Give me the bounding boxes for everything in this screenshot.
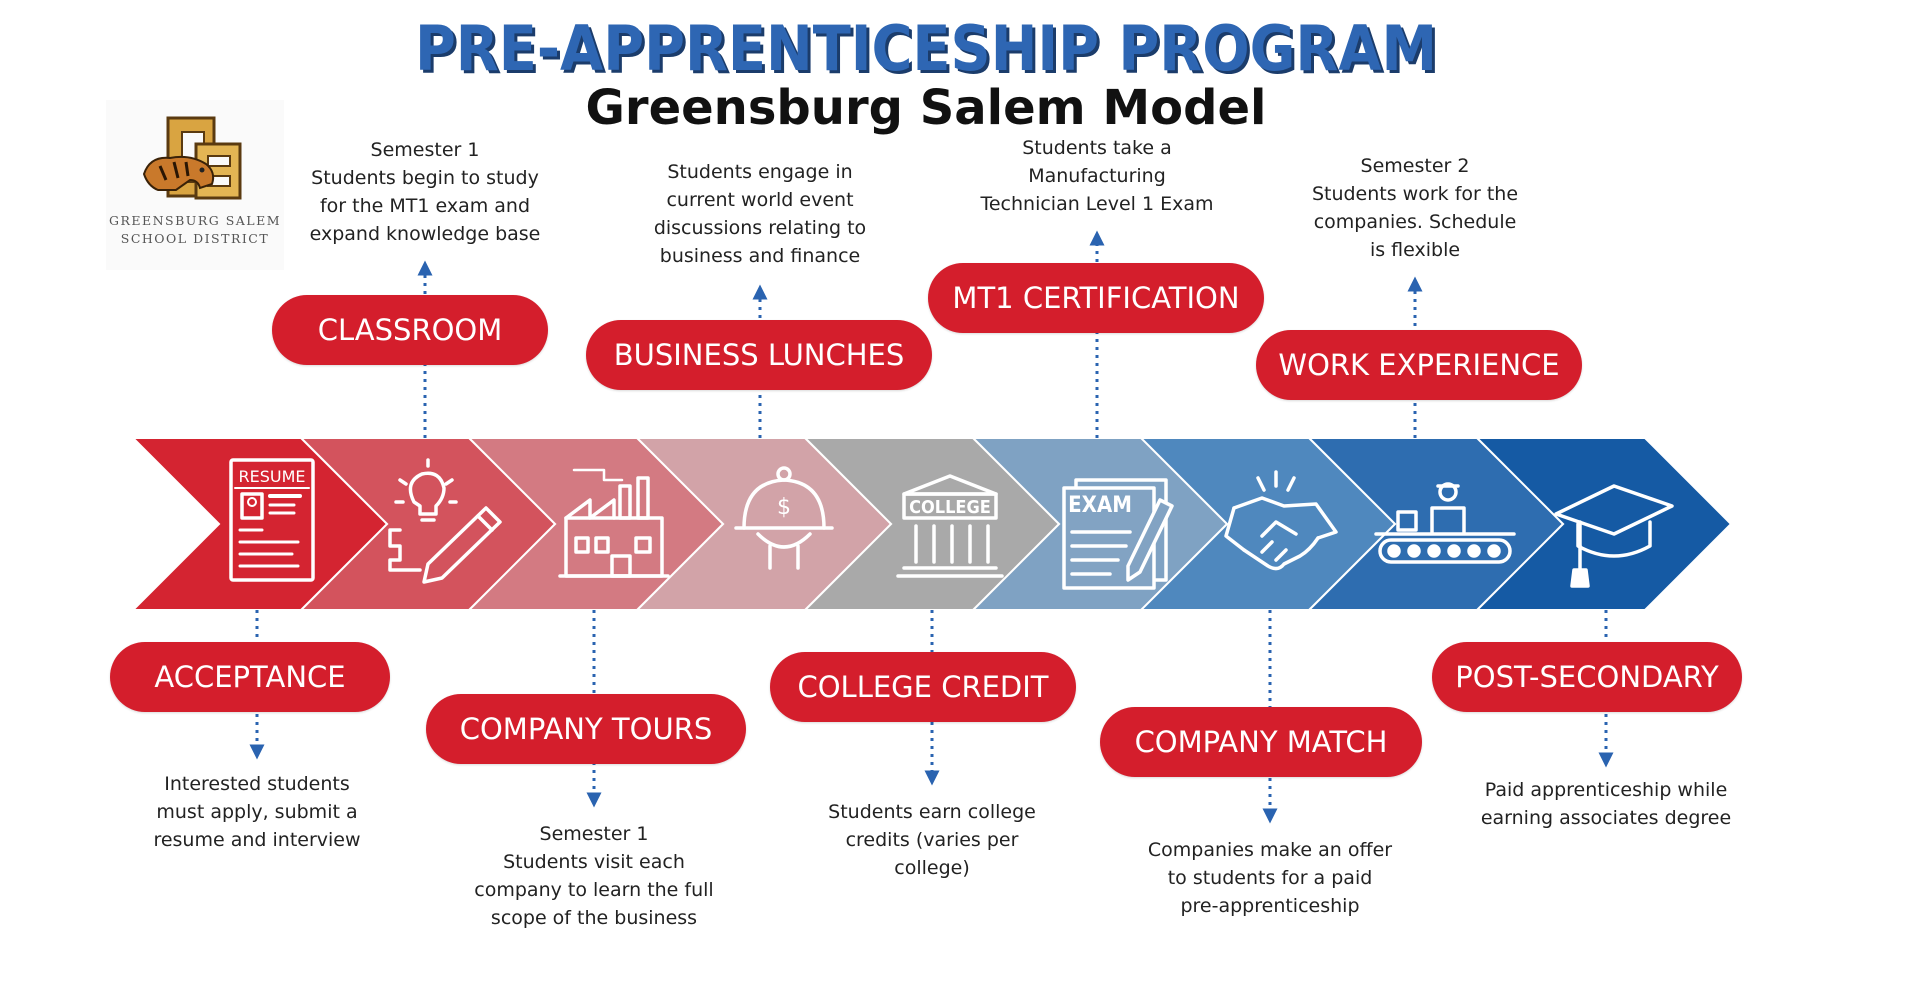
stage-pill-acceptance: ACCEPTANCE (110, 642, 390, 712)
desc-company-tours: Semester 1 Students visit each company t… (444, 820, 744, 932)
desc-line: Students begin to study (311, 167, 539, 189)
dollar-sign: $ (777, 495, 791, 520)
graduation-cap-icon (1554, 484, 1674, 588)
desc-post-secondary: Paid apprenticeship while earning associ… (1456, 776, 1756, 832)
desc-line: Semester 1 (539, 823, 649, 845)
desc-line: company to learn the full (474, 879, 714, 901)
page-title: PRE-APPRENTICESHIP PROGRAM (414, 12, 1438, 85)
desc-line: Manufacturing (1028, 165, 1166, 187)
desc-line: business and finance (659, 245, 861, 267)
desc-line: for the MT1 exam and (319, 195, 531, 217)
desc-line: Semester 2 (1360, 155, 1470, 177)
college-label: COLLEGE (909, 497, 991, 518)
stage-pill-company-tours: COMPANY TOURS (426, 694, 746, 764)
desc-college-credit: Students earn college credits (varies pe… (797, 798, 1067, 882)
logo-text: GREENSBURG SALEM SCHOOL DISTRICT (106, 212, 284, 248)
conveyor-worker-icon (1374, 482, 1516, 564)
handshake-icon (1224, 470, 1338, 571)
stage-pill-classroom: CLASSROOM (272, 295, 548, 365)
stage-pill-mt1-certification: MT1 CERTIFICATION (928, 263, 1264, 333)
desc-line: current world event (666, 189, 854, 211)
desc-line: Companies make an offer (1147, 839, 1393, 861)
logo-line1: GREENSBURG SALEM (108, 213, 282, 228)
desc-line: scope of the business (490, 907, 698, 929)
page-subtitle: Greensburg Salem Model (585, 80, 1267, 136)
college-building-icon: COLLEGE (896, 474, 1004, 578)
resume-label: RESUME (238, 467, 305, 486)
stage-pill-college-credit: COLLEGE CREDIT (770, 652, 1076, 722)
lightbulb-pencil-icon (388, 458, 502, 584)
desc-line: Students earn college (828, 801, 1036, 823)
desc-line: Semester 1 (370, 139, 480, 161)
desc-line: Students visit each (503, 851, 685, 873)
desc-line: must apply, submit a (156, 801, 358, 823)
desc-line: companies. Schedule (1313, 211, 1517, 233)
food-cloche-icon: $ (734, 466, 834, 570)
desc-line: to students for a paid (1167, 867, 1373, 889)
chevron-segment-1 (130, 437, 389, 611)
desc-line: Students work for the (1311, 183, 1519, 205)
stage-pill-company-match: COMPANY MATCH (1100, 707, 1422, 777)
desc-work-experience: Semester 2 Students work for the compani… (1280, 152, 1550, 264)
desc-line: expand knowledge base (309, 223, 541, 245)
desc-line: Paid apprenticeship while (1484, 779, 1728, 801)
school-logo: GREENSBURG SALEM SCHOOL DISTRICT (106, 100, 284, 270)
desc-line: credits (varies per (845, 829, 1019, 851)
desc-line: discussions relating to (653, 217, 867, 239)
desc-line: college) (894, 857, 970, 879)
desc-line: is flexible (1369, 239, 1461, 261)
desc-line: earning associates degree (1480, 807, 1732, 829)
logo-line2: SCHOOL DISTRICT (120, 231, 270, 246)
resume-icon: RESUME (229, 458, 315, 582)
stage-pill-work-experience: WORK EXPERIENCE (1256, 330, 1582, 400)
desc-line: resume and interview (153, 829, 361, 851)
tiger-mascot-icon (142, 155, 215, 191)
desc-classroom: Semester 1 Students begin to study for t… (290, 136, 560, 248)
desc-business-lunches: Students engage in current world event d… (625, 158, 895, 270)
exam-label: EXAM (1068, 493, 1132, 518)
desc-line: Students engage in (667, 161, 853, 183)
exam-sheet-icon: EXAM (1062, 478, 1174, 590)
factory-icon (558, 468, 670, 578)
desc-line: Interested students (164, 773, 350, 795)
desc-line: Students take a (1022, 137, 1172, 159)
desc-acceptance: Interested students must apply, submit a… (122, 770, 392, 854)
stage-pill-post-secondary: POST-SECONDARY (1432, 642, 1742, 712)
desc-line: pre-apprenticeship (1180, 895, 1360, 917)
desc-company-match: Companies make an offer to students for … (1120, 836, 1420, 920)
desc-mt1-certification: Students take a Manufacturing Technician… (962, 134, 1232, 218)
desc-line: Technician Level 1 Exam (980, 193, 1214, 215)
stage-pill-business-lunches: BUSINESS LUNCHES (586, 320, 932, 390)
